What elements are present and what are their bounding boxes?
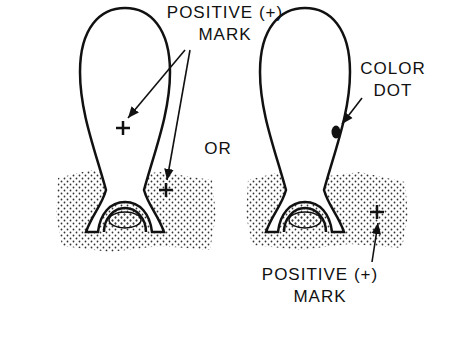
or-label: OR xyxy=(196,138,240,160)
positive-mark xyxy=(116,121,384,219)
positive-mark-label: POSITIVE (+) MARK xyxy=(240,264,400,308)
leader-line xyxy=(128,50,378,262)
positive-mark-label: POSITIVE (+) MARK xyxy=(150,2,300,46)
color-dot-label: COLOR DOT xyxy=(348,58,438,102)
bulb xyxy=(80,8,170,232)
color-dot xyxy=(332,126,341,139)
